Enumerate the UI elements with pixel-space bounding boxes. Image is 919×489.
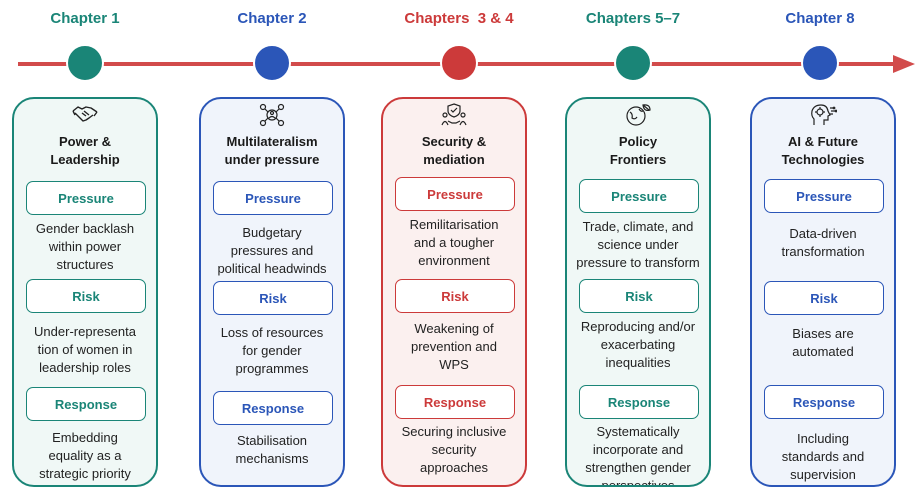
timeline-node: [614, 44, 652, 82]
card-title: AI & Future Technologies: [781, 134, 865, 167]
risk-pill: Risk: [26, 279, 146, 313]
pressure-pill: Pressure: [26, 181, 146, 215]
risk-pill: Risk: [764, 281, 884, 315]
chapter-label: Chapters 3 & 4: [404, 10, 514, 27]
response-pill: Response: [579, 385, 699, 419]
timeline-node: [66, 44, 104, 82]
response-pill: Response: [26, 387, 146, 421]
risk-description: Biases are automated: [792, 326, 854, 359]
ai-head-icon: [809, 103, 838, 127]
risk-description: Weakening of prevention and WPS: [410, 321, 497, 372]
timeline-arrowhead: [893, 55, 915, 73]
response-pill: Response: [764, 385, 884, 419]
response-description: Systematically incorporate and strengthe…: [585, 424, 691, 487]
card-title: Policy Frontiers: [609, 134, 667, 167]
risk-pill: Risk: [395, 279, 515, 313]
risk-pill: Risk: [213, 281, 333, 315]
chapter-label: Chapter 1: [50, 10, 120, 27]
card-title: Multilateralism under pressure: [224, 134, 320, 167]
risk-description: Reproducing and/or exacerbating inequali…: [580, 319, 696, 370]
pressure-pill: Pressure: [213, 181, 333, 215]
pressure-pill: Pressure: [764, 179, 884, 213]
response-description: Including standards and supervision: [781, 431, 865, 482]
timeline-node: [440, 44, 478, 82]
pressure-description: Trade, climate, and science under pressu…: [576, 219, 700, 270]
response-description: Securing inclusive security approaches: [401, 424, 507, 475]
chapter-label: Chapter 2: [237, 10, 307, 27]
response-description: Stabilisation mechanisms: [235, 433, 309, 466]
chapter-label: Chapters 5–7: [585, 10, 681, 27]
risk-pill: Risk: [579, 279, 699, 313]
response-pill: Response: [213, 391, 333, 425]
risk-description: Under-representa tion of women in leader…: [34, 324, 136, 375]
response-description: Embedding equality as a strategic priori…: [39, 430, 131, 481]
pressure-description: Gender backlash within power structures: [35, 221, 135, 272]
pressure-pill: Pressure: [579, 179, 699, 213]
network-people-icon: [258, 103, 286, 127]
chapter-label: Chapter 8: [785, 10, 855, 27]
globe-leaf-icon: [624, 103, 652, 127]
pressure-description: Data-driven transformation: [781, 226, 865, 259]
card-title: Security & mediation: [421, 134, 487, 167]
timeline-node: [253, 44, 291, 82]
shield-people-icon: [440, 103, 468, 127]
timeline-node: [801, 44, 839, 82]
pressure-description: Remilitarisation and a tougher environme…: [409, 217, 499, 268]
risk-description: Loss of resources for gender programmes: [220, 325, 324, 376]
handshake-icon: [71, 103, 99, 127]
pressure-pill: Pressure: [395, 177, 515, 211]
response-pill: Response: [395, 385, 515, 419]
pressure-description: Budgetary pressures and political headwi…: [217, 225, 327, 276]
card-title: Power & Leadership: [50, 134, 120, 167]
